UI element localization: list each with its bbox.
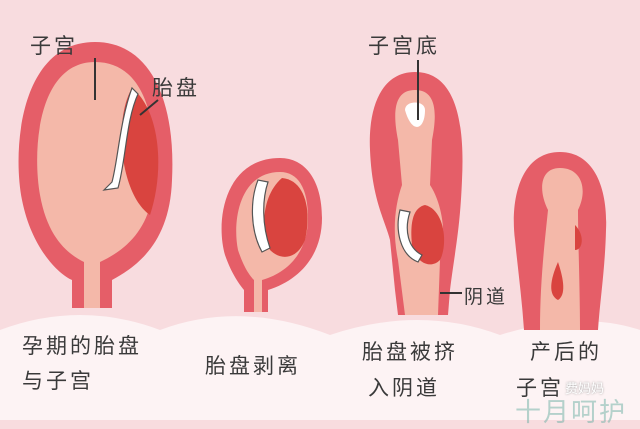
caption-postpartum-line1: 产后的 — [530, 340, 602, 364]
caption-expelled-line1: 胎盘被挤 — [362, 340, 458, 364]
caption-pregnant-line1: 孕期的胎盘 — [22, 334, 142, 358]
label-vagina: 阴道 — [464, 286, 509, 308]
cloud-background — [0, 315, 640, 420]
placenta-expelled-figure — [369, 60, 463, 315]
placenta-separation-figure — [221, 158, 322, 312]
postpartum-uterus-figure — [513, 152, 607, 330]
label-uterus: 子宫 — [30, 34, 78, 58]
label-fundus: 子宫底 — [368, 34, 440, 58]
caption-expelled-line2: 入阴道 — [368, 376, 440, 400]
caption-postpartum-line2: 子宫 — [516, 376, 564, 400]
watermark-brand: 十月呵护 — [515, 398, 628, 428]
watermark-account: 费妈妈 — [565, 382, 605, 397]
caption-pregnant-line2: 与子宫 — [22, 369, 94, 393]
placenta — [264, 178, 308, 257]
placenta — [121, 88, 159, 215]
pregnant-uterus-figure — [18, 42, 173, 308]
placenta — [411, 205, 445, 265]
illustration — [0, 42, 640, 420]
caption-separation: 胎盘剥离 — [205, 354, 301, 378]
label-placenta: 胎盘 — [152, 76, 200, 100]
